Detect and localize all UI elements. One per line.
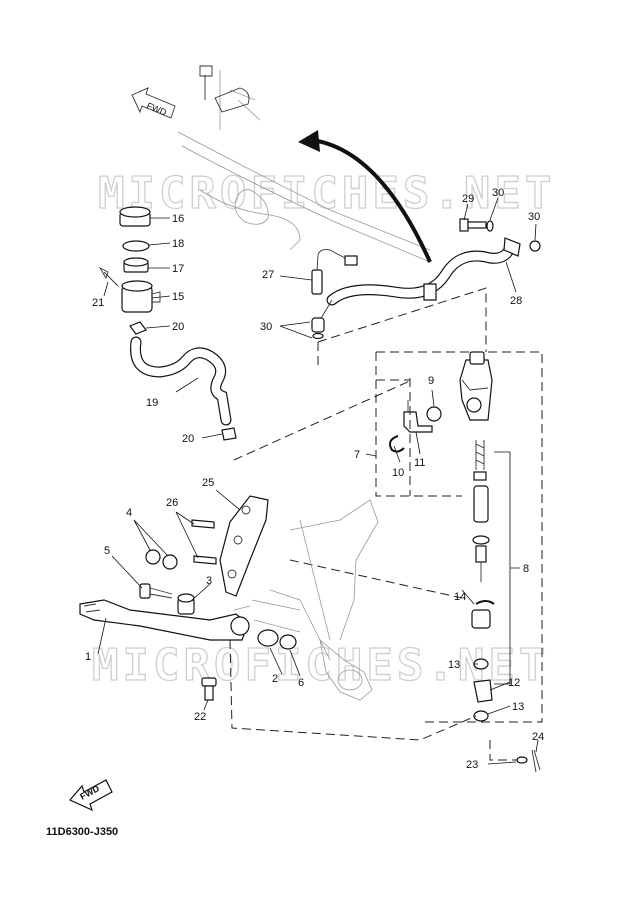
brake-pedal[interactable]: [79, 599, 250, 641]
direction-arrowhead: [298, 130, 320, 152]
callout-9: 9: [428, 375, 434, 387]
callout-7: 7: [354, 449, 360, 461]
o-ring-4-b[interactable]: [162, 554, 178, 570]
clevis-12[interactable]: [473, 679, 493, 703]
callout-20-a: 20: [172, 321, 184, 333]
o-ring-9[interactable]: [426, 406, 442, 422]
callout-30-c: 30: [260, 321, 272, 333]
watermark-top: MICROFICHES.NET: [98, 168, 555, 219]
washer-30-a[interactable]: [486, 220, 494, 232]
brake-light-switch[interactable]: [311, 249, 358, 295]
bushing-3[interactable]: [177, 593, 195, 615]
callout-28: 28: [510, 295, 522, 307]
callout-19: 19: [146, 397, 158, 409]
reservoir-tank[interactable]: [121, 280, 161, 313]
watermark-bottom: MICROFICHES.NET: [92, 640, 549, 691]
callout-24: 24: [532, 731, 544, 743]
pivot-bolt-5[interactable]: [139, 583, 173, 599]
callout-18: 18: [172, 238, 184, 250]
o-ring-6[interactable]: [279, 634, 297, 650]
frame-outline-top: [177, 65, 431, 263]
frame-outline-bottom: [233, 499, 379, 661]
washer-23[interactable]: [516, 756, 528, 764]
fwd-arrow-bottom: FWD: [69, 779, 113, 812]
footrest-bracket[interactable]: [219, 495, 269, 597]
callout-12: 12: [508, 677, 520, 689]
callout-16: 16: [172, 213, 184, 225]
assembly-outlines: [229, 287, 543, 761]
diaphragm-plate[interactable]: [122, 240, 150, 252]
direction-arrow: [311, 138, 432, 263]
callout-23: 23: [466, 759, 478, 771]
hose-clamp-bottom[interactable]: [221, 427, 237, 441]
boot-part[interactable]: [471, 609, 491, 629]
callout-25: 25: [202, 477, 214, 489]
union-bolt-29[interactable]: [459, 218, 487, 232]
callout-4: 4: [126, 507, 132, 519]
callout-1: 1: [85, 651, 91, 663]
bolt-21[interactable]: [98, 266, 119, 287]
bolt-22[interactable]: [201, 677, 217, 701]
callout-29: 29: [462, 193, 474, 205]
cotter-pin-24[interactable]: [531, 749, 541, 773]
reservoir-cap[interactable]: [119, 206, 151, 227]
hose-clamp-top[interactable]: [129, 321, 147, 335]
callout-8: 8: [523, 563, 529, 575]
callout-6: 6: [298, 677, 304, 689]
leader-lines: [97, 197, 539, 765]
callout-15: 15: [172, 291, 184, 303]
callout-26: 26: [166, 497, 178, 509]
o-ring-4-a[interactable]: [145, 549, 161, 565]
svg-text:FWD: FWD: [145, 101, 168, 118]
callout-20-b: 20: [182, 433, 194, 445]
callout-10: 10: [392, 467, 404, 479]
boot-14[interactable]: [475, 600, 495, 605]
callout-2: 2: [272, 673, 278, 685]
callout-30-a: 30: [492, 187, 504, 199]
document-code: 11D6300-J350: [46, 826, 119, 838]
diaphragm[interactable]: [123, 257, 149, 273]
seal-2[interactable]: [257, 629, 279, 647]
nut-13-bottom[interactable]: [473, 710, 489, 722]
callout-13-a: 13: [448, 659, 460, 671]
bolt-26-b[interactable]: [193, 555, 217, 565]
callout-labels: 1 2 3 4 5 6 7 8 9 10 11 12 13 13 14 15 1…: [85, 187, 544, 771]
callout-3: 3: [206, 575, 212, 587]
callout-22: 22: [194, 711, 206, 723]
callout-13-b: 13: [512, 701, 524, 713]
callout-27: 27: [262, 269, 274, 281]
circlip-10[interactable]: [389, 435, 405, 453]
piston-kit[interactable]: [472, 440, 490, 582]
master-cylinder[interactable]: [459, 351, 493, 421]
hose-joint-11[interactable]: [403, 400, 433, 433]
callout-30-b: 30: [528, 211, 540, 223]
callout-5: 5: [104, 545, 110, 557]
callout-14: 14: [454, 591, 466, 603]
bolt-26-a[interactable]: [191, 519, 215, 529]
washer-30-b[interactable]: [529, 240, 541, 252]
fwd-arrow-top: FWD: [131, 87, 176, 119]
callout-21: 21: [92, 297, 104, 309]
callout-11: 11: [414, 457, 425, 469]
callout-17: 17: [172, 263, 184, 275]
frame-pivot: [299, 519, 373, 701]
